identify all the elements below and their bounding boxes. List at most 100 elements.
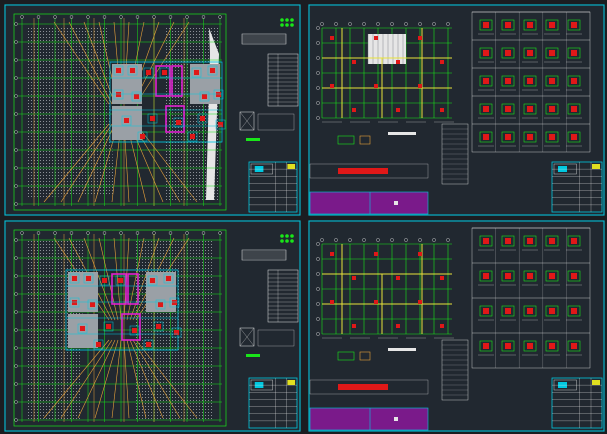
title-block-stamp xyxy=(287,380,296,385)
column-section xyxy=(523,103,537,115)
grid-axis-bubble xyxy=(14,310,18,314)
column-section xyxy=(501,340,515,352)
drawing-sheet-top-right[interactable] xyxy=(308,4,605,216)
column-section-core xyxy=(505,50,511,56)
grid-axis-bubble xyxy=(218,231,222,235)
column-outline xyxy=(191,67,202,78)
grid-axis-bubble xyxy=(53,15,57,19)
structural-column xyxy=(166,276,171,281)
grid-axis-bubble xyxy=(119,231,123,235)
column-section xyxy=(567,305,581,317)
structural-column xyxy=(140,134,145,139)
column-outline xyxy=(207,65,218,76)
legend-node xyxy=(280,23,284,27)
column-outline xyxy=(215,119,226,130)
column-section xyxy=(479,47,493,59)
grid-axis-bubble xyxy=(168,231,173,235)
column-section-core xyxy=(571,50,577,56)
grid-axis-bubble xyxy=(14,238,18,242)
rebar-line xyxy=(129,339,164,419)
column-outline xyxy=(127,65,138,76)
sheet-canvas-top-left xyxy=(4,4,301,216)
column-section-core xyxy=(483,106,489,112)
column-section xyxy=(523,305,537,317)
grid-axis-bubble xyxy=(185,231,189,235)
legend-node xyxy=(285,239,289,243)
column-outline xyxy=(131,91,142,102)
drawing-sheet-bottom-right[interactable] xyxy=(308,220,605,432)
grid-axis-bubble xyxy=(376,22,380,26)
structural-column xyxy=(156,324,161,329)
legend-node xyxy=(280,18,284,22)
structural-column xyxy=(200,116,205,121)
column-section xyxy=(545,103,559,115)
schedule-table xyxy=(267,53,299,107)
sheet-canvas-bottom-right xyxy=(308,220,605,432)
grid-axis-bubble xyxy=(36,231,41,235)
column-outline xyxy=(69,297,80,308)
column-marker xyxy=(374,36,378,40)
column-outline xyxy=(113,89,124,100)
column-marker xyxy=(440,60,444,64)
column-marker xyxy=(374,84,378,88)
column-section-core xyxy=(483,22,489,28)
column-marker xyxy=(330,300,334,304)
column-section-core xyxy=(549,22,555,28)
column-outline xyxy=(99,275,110,286)
grid-axis-bubble xyxy=(168,15,173,19)
grid-axis-bubble xyxy=(362,22,366,26)
column-section-core xyxy=(549,106,555,112)
grid-axis-bubble xyxy=(14,58,18,62)
column-marker xyxy=(396,324,400,328)
title-block xyxy=(551,161,603,213)
column-section xyxy=(523,75,537,87)
note-line xyxy=(388,132,416,135)
rebar-line xyxy=(111,339,122,419)
structural-column xyxy=(116,68,121,73)
grid-axis-bubble xyxy=(432,22,436,26)
title-bar xyxy=(309,191,429,215)
column-section-core xyxy=(505,238,511,244)
drawing-sheet-bottom-left[interactable] xyxy=(4,220,301,432)
grid-axis-bubble xyxy=(14,94,18,98)
grid-axis-bubble xyxy=(14,22,18,26)
legend-node xyxy=(290,23,294,27)
column-section-core xyxy=(571,78,577,84)
structural-column xyxy=(118,278,123,283)
structural-column xyxy=(216,92,221,97)
column-section-core xyxy=(549,134,555,140)
column-section xyxy=(567,131,581,143)
grid-axis-bubble xyxy=(14,364,18,368)
scale-bar xyxy=(246,354,260,357)
column-outline xyxy=(129,325,140,336)
grid-axis-bubble xyxy=(185,15,189,19)
structural-column xyxy=(176,120,181,125)
grid-axis-bubble xyxy=(316,302,320,306)
column-section xyxy=(567,235,581,247)
structural-column xyxy=(172,300,177,305)
drawing-sheet-top-left[interactable] xyxy=(4,4,301,216)
column-section-core xyxy=(483,273,489,279)
rebar-line xyxy=(53,21,110,105)
column-outline xyxy=(77,323,88,334)
section-detail-line xyxy=(239,327,255,347)
grid-axis-bubble xyxy=(53,231,57,235)
column-section xyxy=(567,47,581,59)
column-section-core xyxy=(571,106,577,112)
column-section xyxy=(479,103,493,115)
stair-outline xyxy=(111,273,127,305)
structural-column xyxy=(150,278,155,283)
column-outline xyxy=(173,117,184,128)
sheet-canvas-bottom-left xyxy=(4,220,301,432)
plan-boundary xyxy=(13,13,227,211)
grid-axis-bubble xyxy=(316,26,320,30)
sheet-border xyxy=(308,220,605,432)
grid-axis-bubble xyxy=(14,130,18,134)
structural-column xyxy=(116,92,121,97)
grid-axis-bubble xyxy=(404,22,408,26)
column-section-core xyxy=(483,308,489,314)
column-marker xyxy=(418,300,422,304)
structural-column xyxy=(218,122,223,127)
grid-axis-bubble xyxy=(316,86,320,90)
